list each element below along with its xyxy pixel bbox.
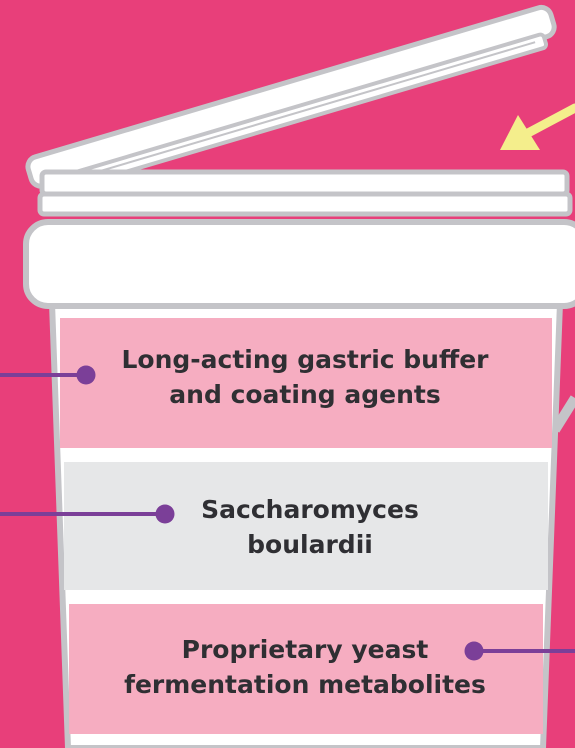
layer-label-line: Proprietary yeast [95, 632, 515, 667]
layer-label-saccharomyces: Saccharomyces boulardii [185, 492, 435, 562]
layer-label-line: boulardii [185, 527, 435, 562]
layer-label-line: and coating agents [95, 377, 515, 412]
layer-label-line: fermentation metabolites [95, 667, 515, 702]
layer-label-line: Saccharomyces [185, 492, 435, 527]
container-rim-top [42, 172, 567, 194]
layer-label-metabolites: Proprietary yeast fermentation metabolit… [95, 632, 515, 702]
layer-label-line: Long-acting gastric buffer [95, 342, 515, 377]
container-rim-middle [40, 194, 570, 214]
container-shoulder [26, 222, 575, 306]
layer-label-buffer: Long-acting gastric buffer and coating a… [95, 342, 515, 412]
